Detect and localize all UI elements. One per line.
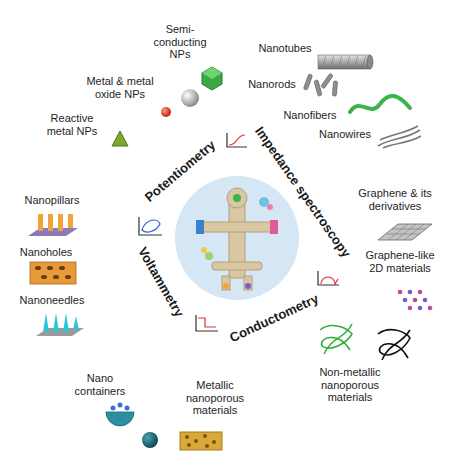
- nanotube-icon: [318, 55, 373, 69]
- metallic-porous-icon: [180, 432, 222, 450]
- material-label: Metal & metal oxide NPs: [80, 75, 160, 100]
- material-label: Metallic nanoporous materials: [180, 379, 250, 417]
- reactive-np-icon: [112, 131, 128, 146]
- sector-wedge: [237, 2, 451, 187]
- material-label: Nano containers: [69, 372, 131, 397]
- nanohole-icon: [30, 262, 76, 284]
- nanorod-icon: [303, 73, 337, 96]
- graphene-sheet-icon: [378, 224, 432, 240]
- material-label: Nanofibers: [275, 109, 345, 122]
- material-label: Graphene & its derivatives: [353, 187, 437, 212]
- sector-wedge: [346, 138, 473, 337]
- impedance-chart: [318, 271, 339, 285]
- material-label: Nanowires: [310, 128, 380, 141]
- material-label: Nanoholes: [11, 246, 81, 259]
- electrode-pad: [196, 220, 204, 234]
- metal-np-icon: [161, 107, 171, 117]
- black-mesh-icon: [378, 330, 410, 360]
- metal-oxide-np-icon: [181, 89, 199, 107]
- material-label: Non-metallic nanoporous materials: [310, 366, 390, 404]
- voltammetry-chart: [139, 217, 162, 235]
- green-mesh-icon: [320, 324, 352, 354]
- semiconducting-np-icon: [202, 67, 222, 90]
- potentiometry-chart: [227, 133, 247, 147]
- nanofiber-icon: [350, 96, 410, 112]
- material-label: Nanopillars: [17, 194, 87, 207]
- sector-wedge: [1, 138, 139, 373]
- nanopillar-icon: [28, 214, 78, 236]
- electrode-dot: [233, 194, 241, 202]
- electrode-dot: [223, 283, 229, 289]
- nano-blob: [201, 197, 273, 260]
- lattice-icon: [398, 290, 433, 311]
- material-label: Graphene-like 2D materials: [358, 249, 442, 274]
- electrode-pad: [270, 220, 278, 234]
- conductometry-chart: [196, 315, 218, 331]
- center-disc: [175, 176, 299, 300]
- nanoneedle-icon: [36, 313, 84, 336]
- material-label: Reactive metal NPs: [42, 112, 102, 137]
- material-label: Nanoneedles: [17, 294, 87, 307]
- material-label: Semi-conducting NPs: [144, 23, 216, 61]
- sector-wedge: [44, 289, 451, 474]
- material-label: Nanotubes: [250, 42, 320, 55]
- electrode-dot: [245, 283, 251, 289]
- sensor-device: [200, 188, 274, 290]
- material-label: Nanorods: [242, 78, 302, 91]
- nanocontainer-icon: [106, 403, 158, 449]
- nanowire-icon: [378, 126, 421, 148]
